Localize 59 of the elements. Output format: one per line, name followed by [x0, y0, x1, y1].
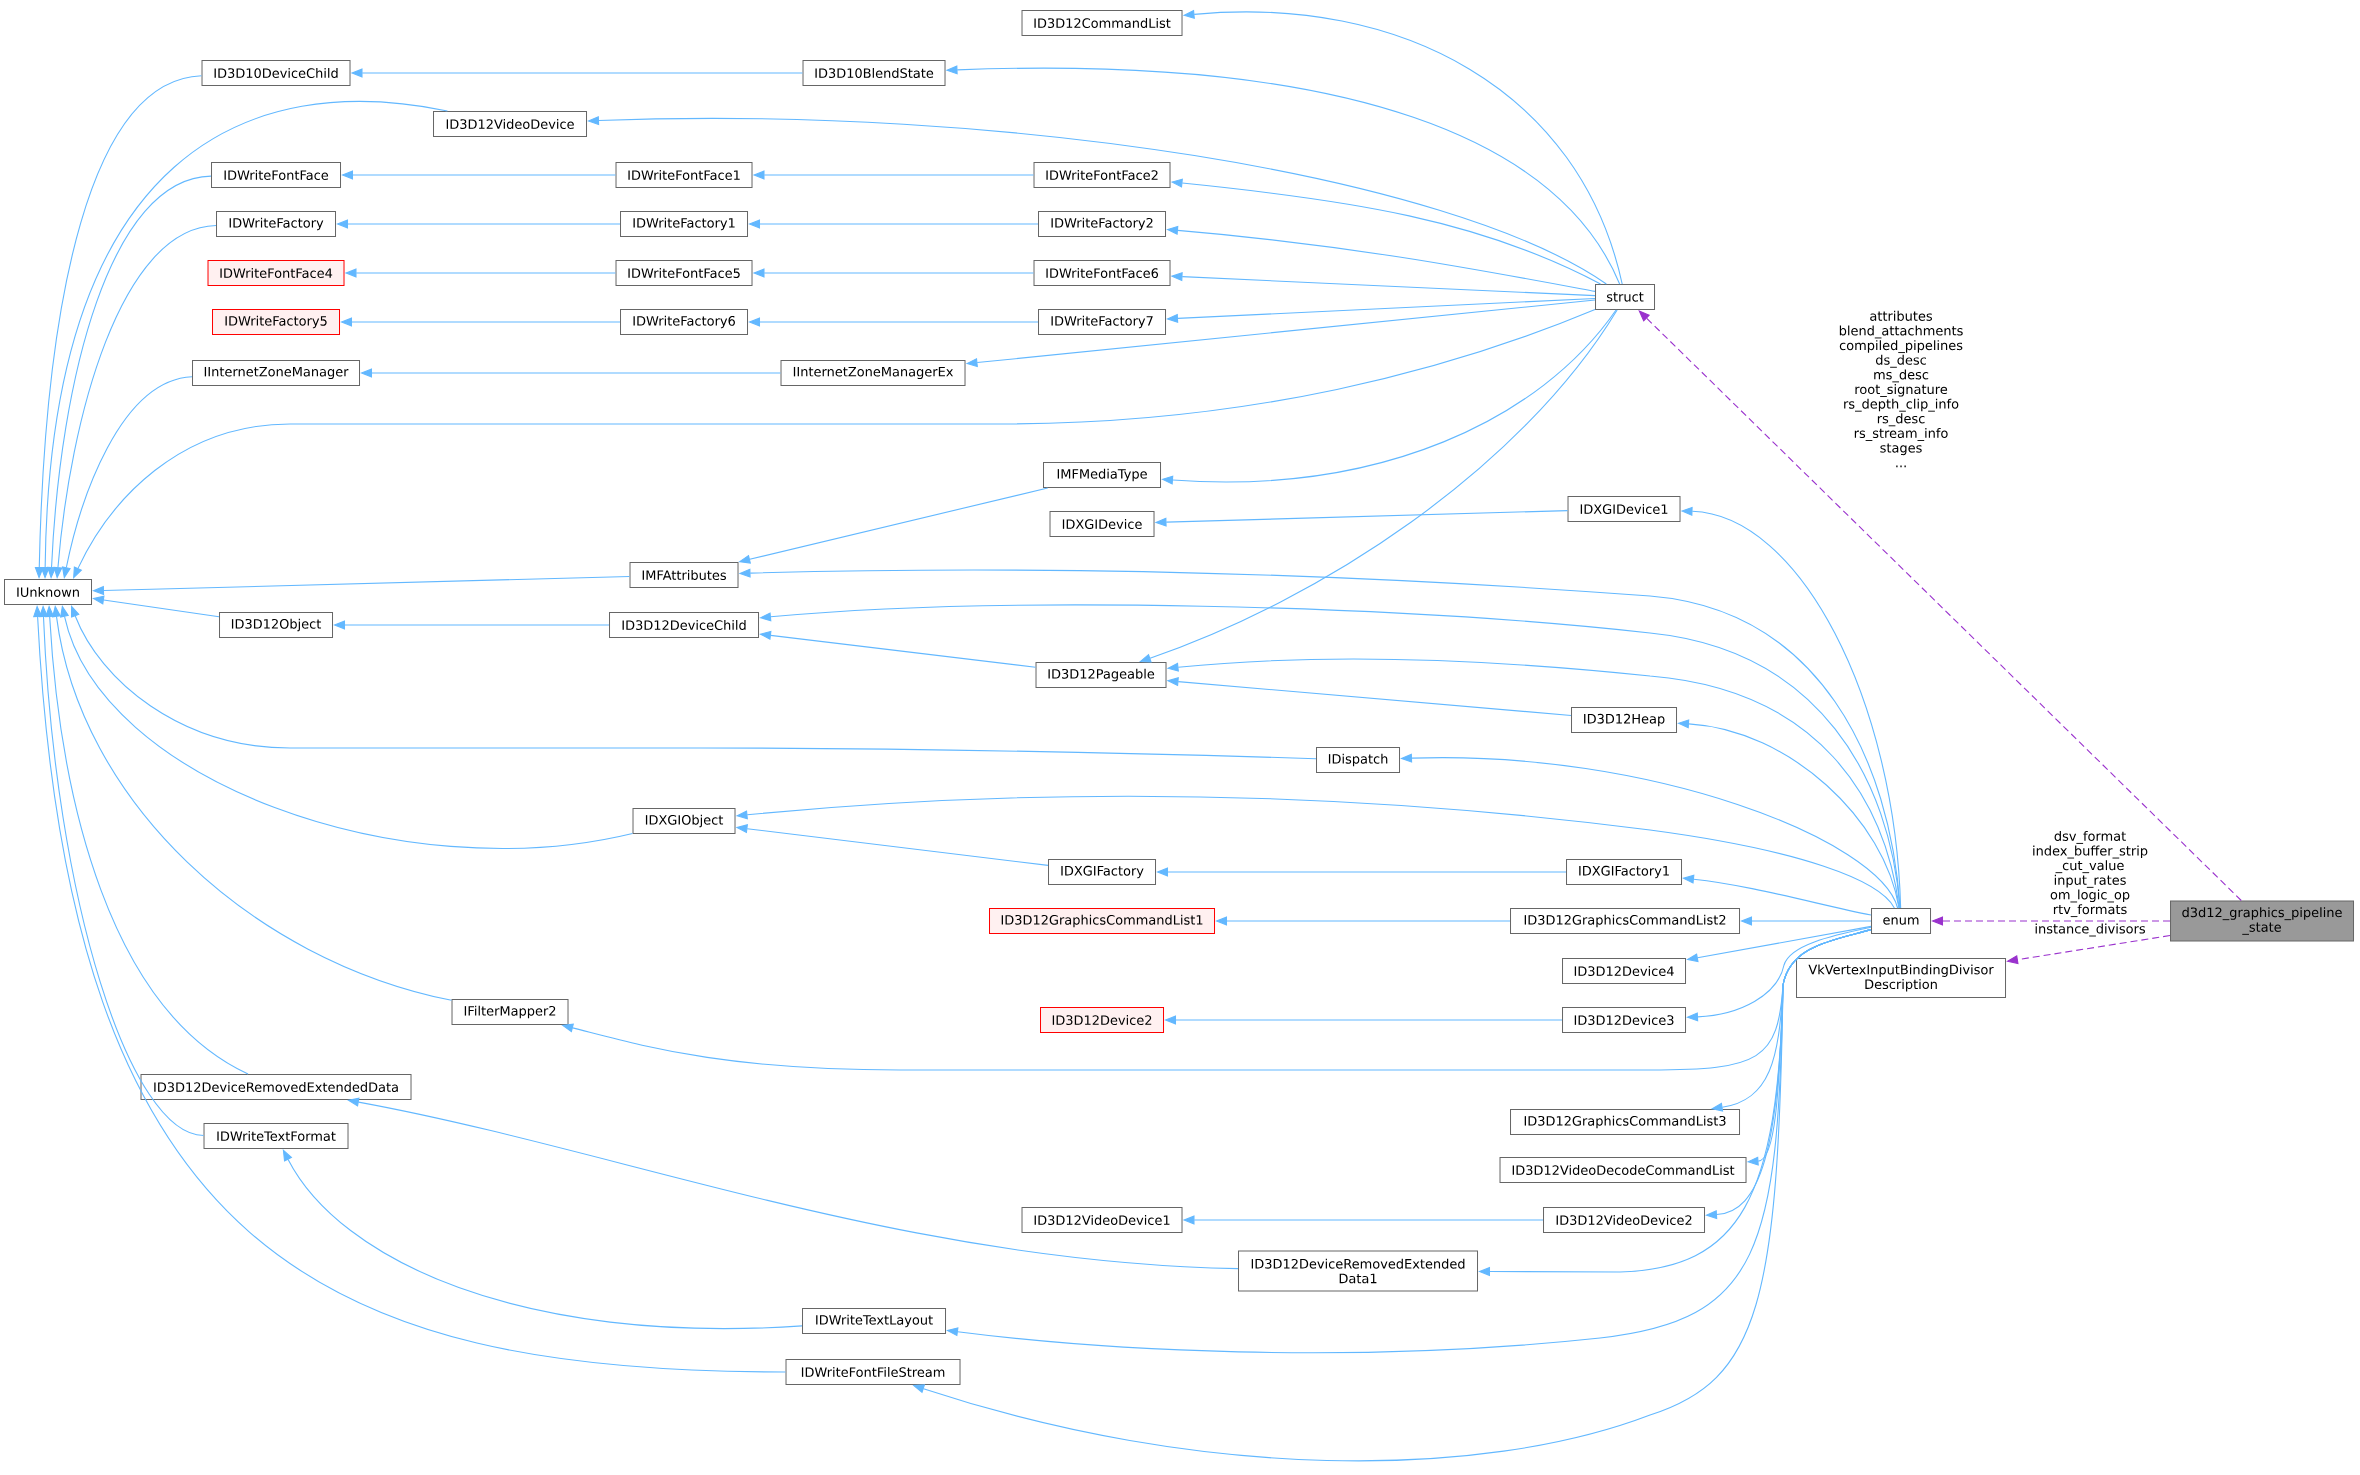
class-box: IDXGIFactory1: [1566, 859, 1682, 885]
dashed-arrow: [1638, 310, 2242, 902]
arrow: [71, 605, 1317, 760]
class-box: ID3D10DeviceChild: [201, 60, 351, 86]
class-box: ID3D12GraphicsCommandList3: [1510, 1109, 1740, 1135]
class-box: ID3D12GraphicsCommandList1: [989, 908, 1215, 934]
class-box: IDWriteFontFace5: [615, 260, 753, 286]
class-box: IMFAttributes: [629, 562, 739, 588]
class-box: ID3D12Device2: [1040, 1007, 1164, 1033]
class-box: ID3D12VideoDecodeCommandList: [1499, 1157, 1747, 1183]
class-box: ID3D12GraphicsCommandList2: [1510, 908, 1740, 934]
class-box: IInternetZoneManager: [192, 360, 360, 386]
arrow: [1139, 309, 1618, 663]
class-box: IDWriteFontFace6: [1033, 260, 1171, 286]
class-box: IDWriteFactory7: [1038, 309, 1166, 335]
class-box: ID3D12VideoDevice: [433, 111, 587, 137]
class-box: ID3D10BlendState: [802, 60, 946, 86]
arrow: [347, 1097, 1239, 1270]
class-box: IDWriteFontFace4: [207, 260, 345, 286]
class-box: ID3D12DeviceChild: [609, 612, 759, 638]
class-box: ID3D12CommandList: [1021, 10, 1183, 36]
class-box: IDXGIDevice1: [1567, 496, 1681, 522]
class-box: IDWriteFontFileStream: [785, 1359, 961, 1385]
class-box: IDWriteTextLayout: [802, 1308, 946, 1334]
class-box: ID3D12VideoDevice2: [1543, 1207, 1705, 1233]
class-box: IDXGIFactory: [1048, 859, 1156, 885]
class-box: IDispatch: [1316, 747, 1400, 773]
arrow: [73, 308, 1596, 579]
class-box: IDWriteFactory6: [620, 309, 748, 335]
edge-label: instance_divisors: [2035, 923, 2145, 937]
class-box: ID3D12Heap: [1571, 707, 1677, 733]
class-box: IUnknown: [4, 579, 92, 605]
class-box: struct: [1595, 284, 1655, 310]
arrow: [282, 1149, 803, 1330]
edge-label: dsv_format index_buffer_strip _cut_value input_rates om_logic_op rtv_formats: [2033, 830, 2148, 918]
class-box: ID3D12DeviceRemovedExtendedData: [140, 1074, 412, 1100]
class-box: IMFMediaType: [1043, 462, 1161, 488]
class-box: IDWriteFactory: [216, 211, 336, 237]
class-box: IDWriteFactory2: [1038, 211, 1166, 237]
class-box: IDWriteFontFace2: [1033, 162, 1171, 188]
class-box: IInternetZoneManagerEx: [780, 360, 966, 386]
class-box: ID3D12Device3: [1562, 1007, 1686, 1033]
class-box: ID3D12Device4: [1562, 958, 1686, 984]
edge-label: attributes blend_attachments compiled_pipelines ds_desc ms_desc root_signature rs_depth_clip_info rs_desc rs_stream_info stages ...: [1839, 310, 1963, 468]
class-box: VkVertexInputBindingDivisor Description: [1796, 958, 2006, 998]
class-box: ID3D12VideoDevice1: [1021, 1207, 1183, 1233]
class-box: IDWriteFactory5: [212, 309, 340, 335]
class-box: IDXGIDevice: [1049, 511, 1155, 537]
class-box: IDWriteFontFace: [211, 162, 341, 188]
class-box: IDWriteFactory1: [620, 211, 748, 237]
class-box: IDXGIObject: [632, 808, 736, 834]
class-box: enum: [1871, 908, 1931, 934]
class-box: ID3D12Object: [219, 612, 333, 638]
class-box: ID3D12DeviceRemovedExtended Data1: [1238, 1250, 1478, 1292]
class-box: IFilterMapper2: [451, 999, 569, 1025]
class-box: d3d12_graphics_pipeline _state: [2170, 900, 2354, 942]
class-box: IDWriteTextFormat: [203, 1123, 349, 1149]
class-box: IDWriteFontFace1: [615, 162, 753, 188]
class-box: ID3D12Pageable: [1035, 662, 1167, 688]
